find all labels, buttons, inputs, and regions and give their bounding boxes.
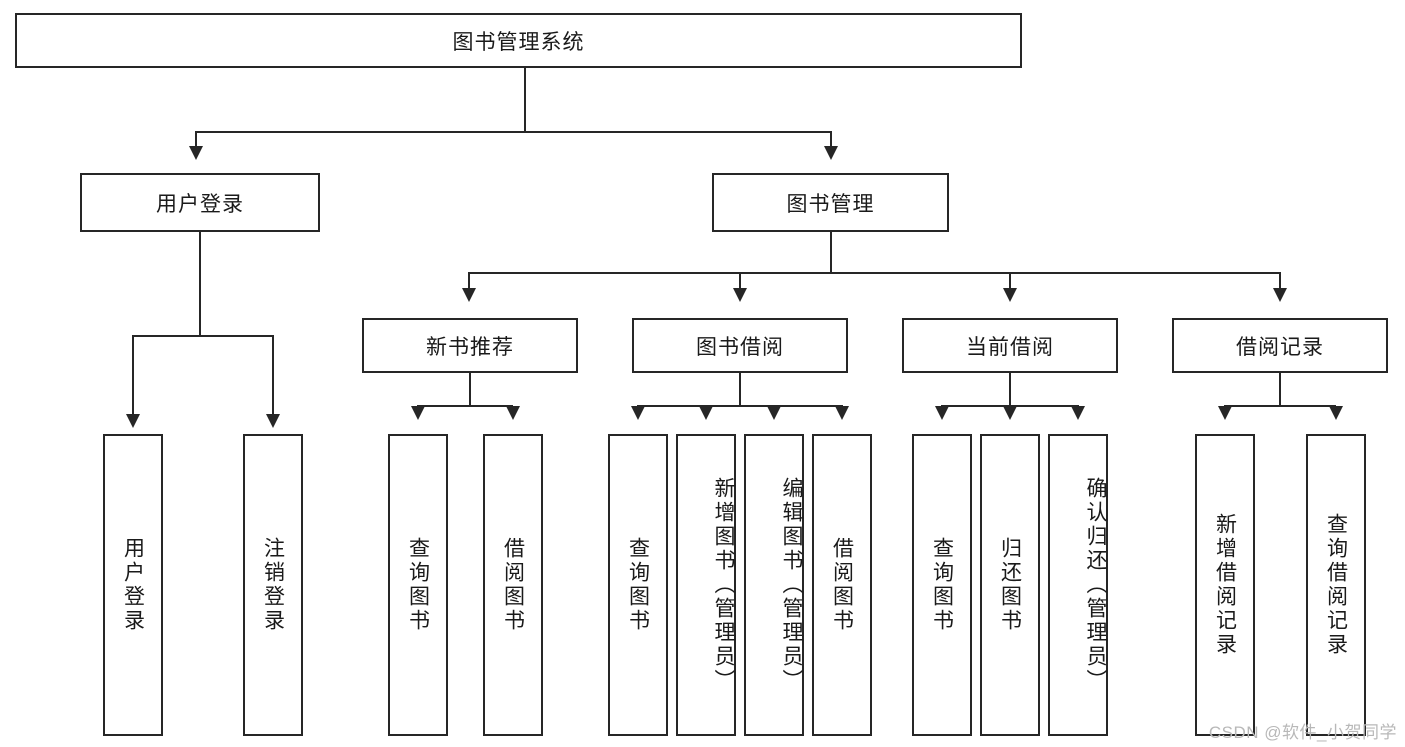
connector-borrow-record-stem — [1279, 373, 1281, 406]
arrow-current-borrow-leaf-2 — [1003, 406, 1017, 420]
arrow-new-book-leaf-2 — [506, 406, 520, 420]
leaf-current-return-book[interactable]: 归还图书 — [980, 434, 1040, 736]
leaf-borrow-borrow-book[interactable]: 借阅图书 — [812, 434, 872, 736]
connector-bm-drop-3 — [1009, 272, 1011, 290]
arrow-bm-to-borrow-record — [1273, 288, 1287, 302]
arrow-bm-to-new-book — [462, 288, 476, 302]
connector-bm-drop-1 — [468, 272, 470, 290]
leaf-borrow-query-book[interactable]: 查询图书 — [608, 434, 668, 736]
leaf-label: 编辑图书（管理员） — [780, 477, 803, 693]
node-label: 借阅记录 — [1236, 335, 1324, 359]
leaf-label: 查询图书 — [406, 537, 430, 633]
arrow-current-borrow-leaf-1 — [935, 406, 949, 420]
arrow-book-borrow-leaf-2 — [699, 406, 713, 420]
leaf-current-query-book[interactable]: 查询图书 — [912, 434, 972, 736]
connector-root-bus — [195, 131, 832, 133]
leaf-user-logout[interactable]: 注销登录 — [243, 434, 303, 736]
connector-bm-drop-4 — [1279, 272, 1281, 290]
connector-book-borrow-bus — [637, 405, 843, 407]
connector-borrow-record-bus — [1224, 405, 1336, 407]
node-new-book-recommend[interactable]: 新书推荐 — [362, 318, 578, 373]
leaf-label: 确认归还（管理员） — [1084, 477, 1107, 693]
node-label: 图书管理 — [786, 192, 875, 216]
leaf-label: 新增借阅记录 — [1213, 513, 1237, 657]
arrow-book-borrow-leaf-1 — [631, 406, 645, 420]
node-current-borrow[interactable]: 当前借阅 — [902, 318, 1118, 373]
leaf-new-book-query[interactable]: 查询图书 — [388, 434, 448, 736]
leaf-label: 查询图书 — [930, 537, 954, 633]
leaf-record-query[interactable]: 查询借阅记录 — [1306, 434, 1366, 736]
connector-user-login-drop-1 — [132, 335, 134, 417]
connector-root-to-book-mgmt — [830, 131, 832, 149]
leaf-label: 借阅图书 — [501, 537, 525, 633]
leaf-borrow-add-book[interactable]: 新增图书（管理员） — [676, 434, 736, 736]
connector-book-mgmt-bus — [468, 272, 1280, 274]
arrow-borrow-record-leaf-1 — [1218, 406, 1232, 420]
watermark-csdn: CSDN @软件_小贺同学 — [1208, 723, 1397, 742]
arrow-bm-to-current-borrow — [1003, 288, 1017, 302]
leaf-user-login[interactable]: 用户登录 — [103, 434, 163, 736]
leaf-label: 注销登录 — [261, 537, 285, 633]
connector-bm-drop-2 — [739, 272, 741, 290]
leaf-record-add[interactable]: 新增借阅记录 — [1195, 434, 1255, 736]
leaf-borrow-edit-book[interactable]: 编辑图书（管理员） — [744, 434, 804, 736]
leaf-label: 查询借阅记录 — [1324, 513, 1348, 657]
node-label: 当前借阅 — [966, 335, 1054, 359]
arrow-user-login-leaf-2 — [266, 414, 280, 428]
arrow-book-borrow-leaf-3 — [767, 406, 781, 420]
arrow-root-to-user-login — [189, 146, 203, 160]
node-borrow-record[interactable]: 借阅记录 — [1172, 318, 1388, 373]
connector-user-login-drop-2 — [272, 335, 274, 417]
node-user-login[interactable]: 用户登录 — [80, 173, 320, 232]
arrow-book-borrow-leaf-4 — [835, 406, 849, 420]
leaf-label: 归还图书 — [998, 537, 1022, 633]
connector-new-book-bus — [417, 405, 513, 407]
connector-new-book-stem — [469, 373, 471, 406]
arrow-new-book-leaf-1 — [411, 406, 425, 420]
leaf-label: 新增图书（管理员） — [712, 477, 735, 693]
arrow-bm-to-book-borrow — [733, 288, 747, 302]
connector-user-login-bus — [132, 335, 273, 337]
arrow-current-borrow-leaf-3 — [1071, 406, 1085, 420]
node-label: 图书借阅 — [696, 335, 784, 359]
leaf-label: 借阅图书 — [830, 537, 854, 633]
connector-book-borrow-stem — [739, 373, 741, 406]
leaf-new-book-borrow[interactable]: 借阅图书 — [483, 434, 543, 736]
leaf-label: 查询图书 — [626, 537, 650, 633]
arrow-user-login-leaf-1 — [126, 414, 140, 428]
connector-root-to-user-login — [195, 131, 197, 149]
leaf-current-confirm-return[interactable]: 确认归还（管理员） — [1048, 434, 1108, 736]
node-label: 用户登录 — [156, 192, 244, 216]
connector-user-login-stem — [199, 232, 201, 336]
node-label: 新书推荐 — [426, 335, 514, 359]
arrow-root-to-book-mgmt — [824, 146, 838, 160]
connector-root-stem — [524, 68, 526, 132]
node-root-system[interactable]: 图书管理系统 — [15, 13, 1022, 68]
node-label: 图书管理系统 — [452, 30, 585, 54]
node-book-management[interactable]: 图书管理 — [712, 173, 949, 232]
connector-current-borrow-stem — [1009, 373, 1011, 406]
connector-book-mgmt-stem — [830, 232, 832, 273]
arrow-borrow-record-leaf-2 — [1329, 406, 1343, 420]
node-book-borrow[interactable]: 图书借阅 — [632, 318, 848, 373]
leaf-label: 用户登录 — [121, 537, 145, 633]
